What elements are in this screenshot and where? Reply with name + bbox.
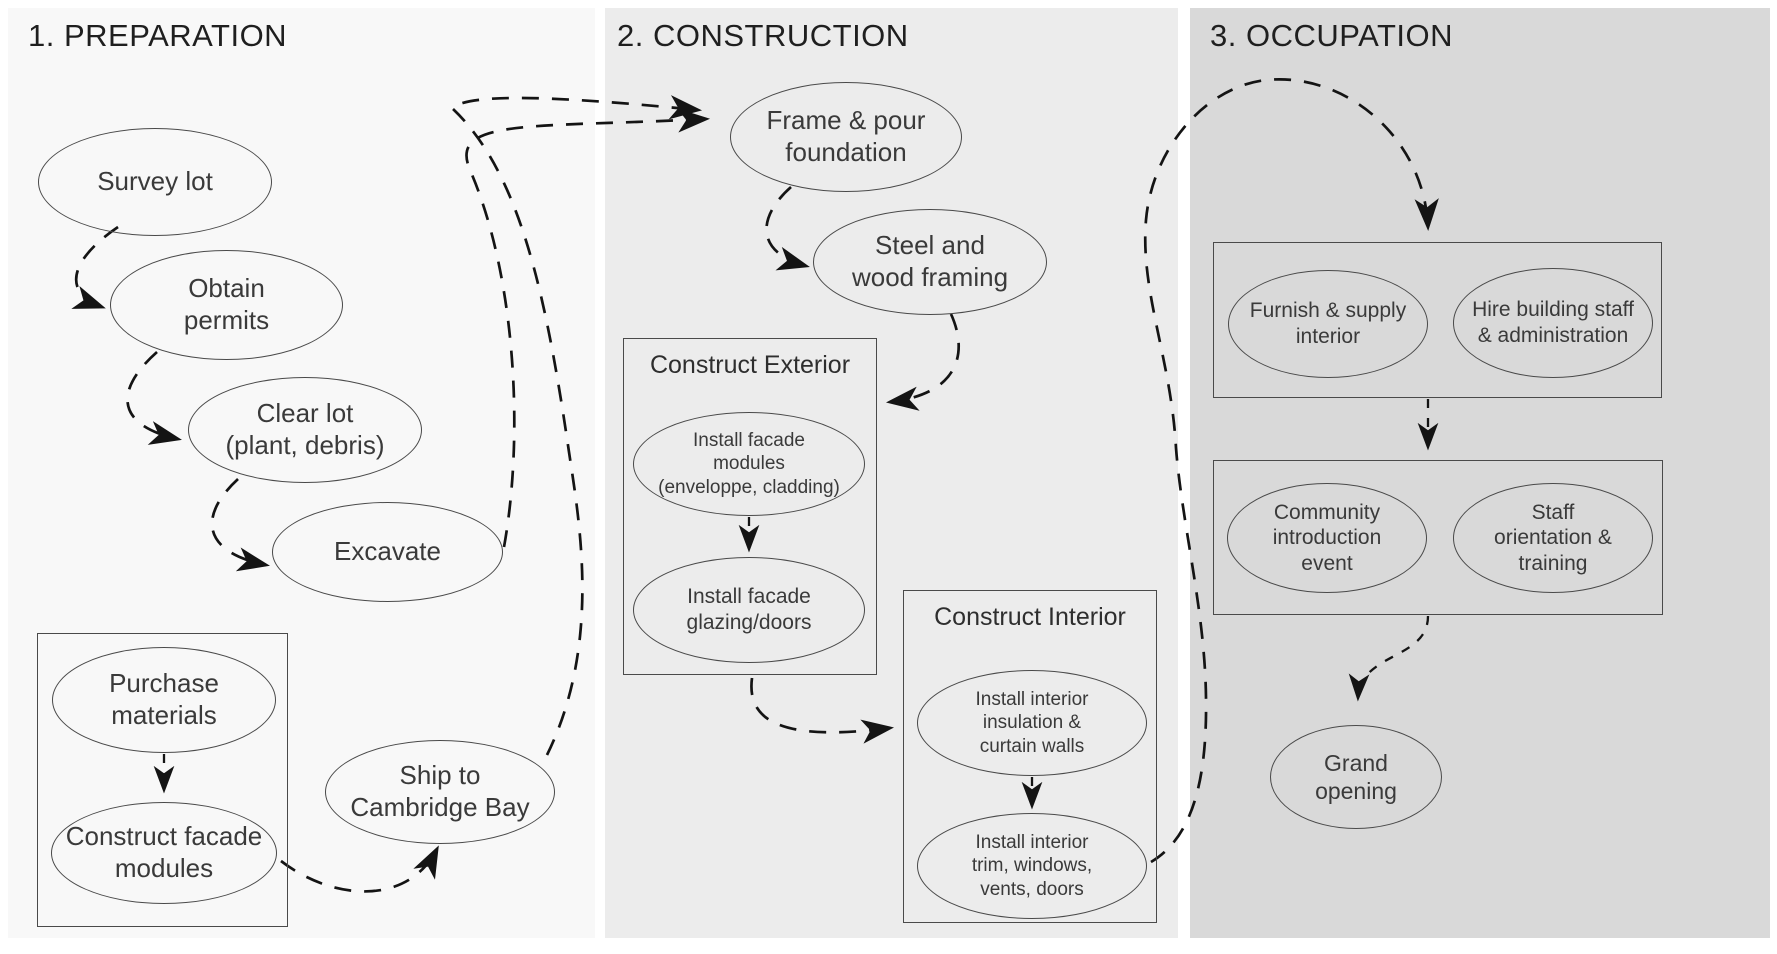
- node-ship-to-cambridge-bay: Ship to Cambridge Bay: [325, 740, 555, 844]
- node-construct-facade-modules: Construct facade modules: [51, 802, 277, 904]
- node-install-interior-insulation: Install interior insulation & curtain wa…: [917, 670, 1147, 776]
- prefab-group-box: [37, 633, 288, 927]
- node-install-facade-glazing: Install facade glazing/doors: [633, 557, 865, 663]
- node-clear-lot: Clear lot (plant, debris): [188, 377, 422, 483]
- node-frame-pour-foundation: Frame & pour foundation: [730, 82, 962, 192]
- node-staff-orientation: Staff orientation & training: [1453, 483, 1653, 593]
- node-community-introduction: Community introduction event: [1227, 483, 1427, 593]
- section-title-occupation: 3. OCCUPATION: [1210, 18, 1454, 53]
- node-excavate: Excavate: [272, 502, 503, 602]
- node-steel-wood-framing: Steel and wood framing: [813, 209, 1047, 315]
- node-hire-building-staff: Hire building staff & administration: [1453, 268, 1653, 378]
- node-obtain-permits: Obtain permits: [110, 250, 343, 360]
- section-title-construction: 2. CONSTRUCTION: [617, 18, 909, 53]
- node-furnish-supply-interior: Furnish & supply interior: [1228, 270, 1428, 378]
- node-install-interior-trim: Install interior trim, windows, vents, d…: [917, 813, 1147, 919]
- section-title-preparation: 1. PREPARATION: [28, 18, 288, 53]
- construct-interior-title: Construct Interior: [934, 603, 1126, 631]
- construct-exterior-title: Construct Exterior: [649, 351, 851, 379]
- node-grand-opening: Grand opening: [1270, 725, 1442, 829]
- construct-interior-box: Construct Interior: [903, 590, 1157, 923]
- node-install-facade-modules: Install facade modules (enveloppe, cladd…: [633, 412, 865, 516]
- node-purchase-materials: Purchase materials: [52, 647, 276, 753]
- node-survey-lot: Survey lot: [38, 128, 272, 236]
